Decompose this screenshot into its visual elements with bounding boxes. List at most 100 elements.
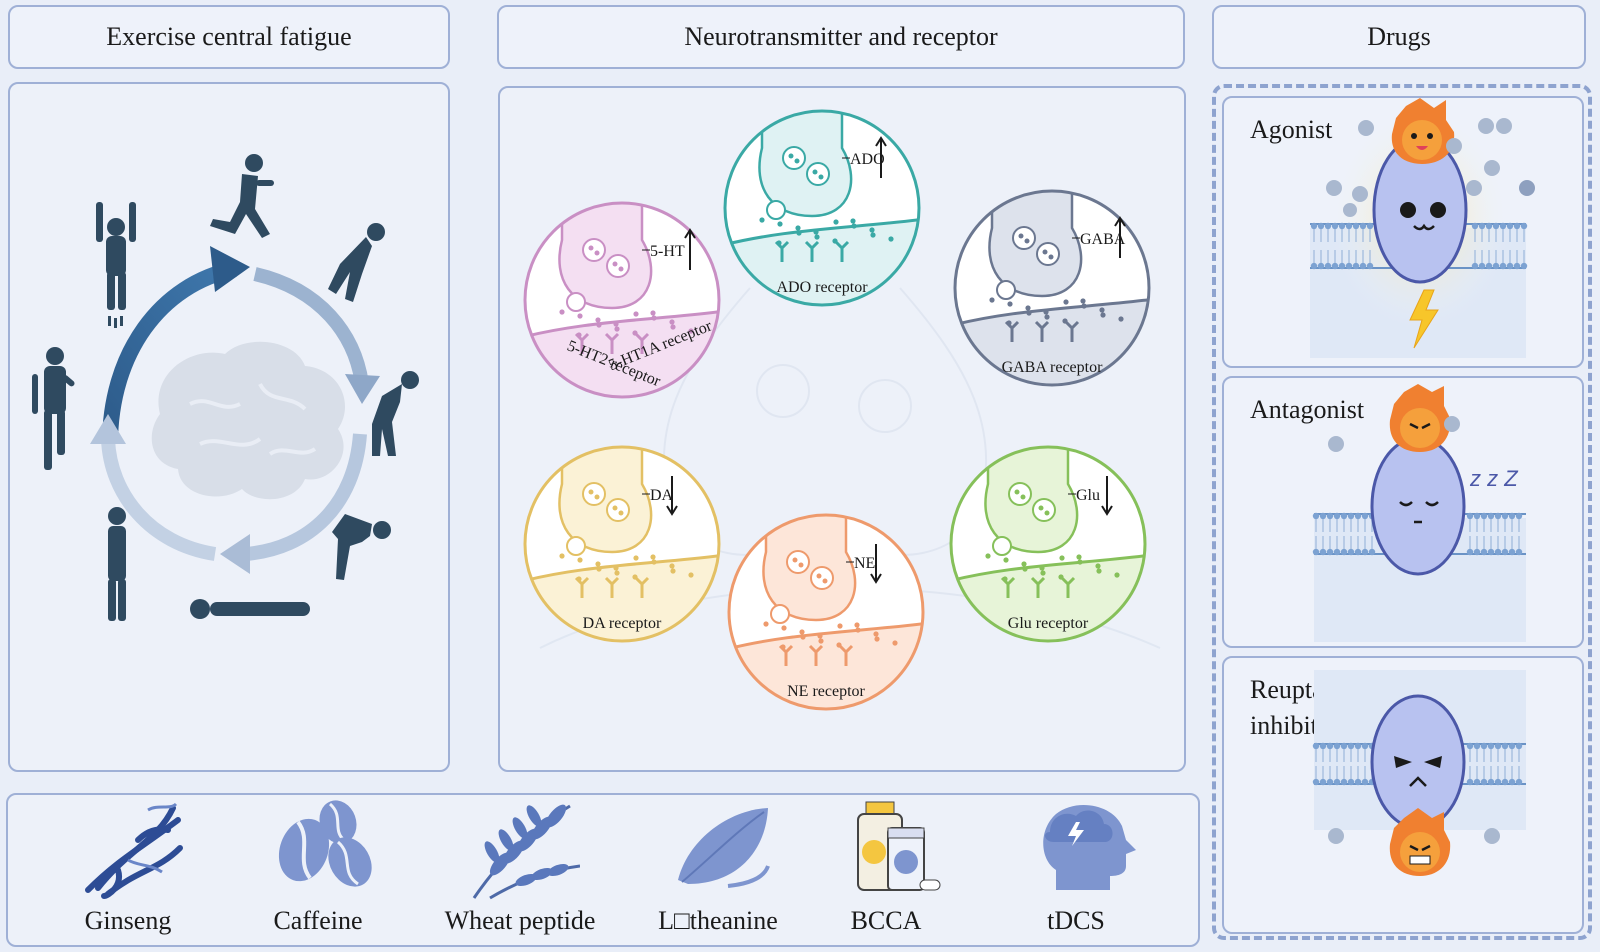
transmitter-dot [1099,307,1105,313]
receptor-label-ado: ADO receptor [776,279,868,296]
lipid-head [1487,742,1495,750]
transmitter-dot [559,309,565,315]
receptor-icon [1000,576,1016,598]
lipid-head [1473,778,1481,786]
transmitter-dot [650,554,656,560]
lipid-head [1361,548,1369,556]
flame-mascot-icon [1389,384,1451,452]
transmitter-dot [874,636,880,642]
supplement-label-theanine: L□theanine [658,906,778,935]
transmitter-dot [596,322,602,328]
transmitter-dot [595,561,601,567]
lipid-head [1494,512,1502,520]
lipid-head [1354,548,1362,556]
fusing-vesicle [566,536,586,556]
lipid-head [1501,778,1509,786]
cycle-arrowhead-4 [90,414,126,444]
membrane-lipids [1310,222,1528,270]
increase-arrow-icon [1114,216,1126,258]
transmitter-dot [855,627,861,633]
vesicle [606,254,630,278]
lipid-head [1319,548,1327,556]
header-exercise-fatigue-text: Exercise central fatigue [106,22,352,51]
lipid-head [1345,222,1353,230]
lipid-head [1520,222,1528,230]
lipid-head [1319,512,1327,520]
vesicle [606,498,630,522]
synapse-circle-border [723,109,921,307]
drug-card-agonist: Agonist [1222,96,1584,368]
lipid-head [1366,262,1374,270]
lipid-head [1494,742,1502,750]
transmitter-dot [614,570,620,576]
receptor-icon [1004,320,1020,342]
receptor-icon [1030,576,1046,598]
supplement-label-caffeine: Caffeine [273,906,363,935]
transmitter-dot [814,234,820,240]
transmitter-dot [633,311,639,317]
lipid-head [1473,742,1481,750]
transmitter-dot [851,223,857,229]
receptor-icon [604,332,620,354]
lipid-head [1494,548,1502,556]
lightning-icon [1409,289,1439,349]
lipid-head [1354,778,1362,786]
transmitter-dot [763,621,769,627]
lipid-head [1515,742,1523,750]
receptor-label-glu: Glu receptor [1008,615,1089,632]
transmitter-dot [888,236,894,242]
lipid-head [1340,742,1348,750]
transmitter-label-da: DA [650,487,674,504]
ginseng-icon [85,802,183,899]
transmitter-dot [870,232,876,238]
receptor-icon [634,576,650,598]
lipid-head [1319,778,1327,786]
vesicle [582,238,606,262]
lipid-head [1361,512,1369,520]
transmitter-dot [1021,561,1027,567]
figure-bent-over-icon [332,514,391,580]
transmitter-dot [670,324,676,330]
antagonist-illustration: z z Z [1312,384,1526,642]
receptor-icon [1060,576,1076,598]
wheat-icon [472,804,580,900]
lipid-head [1513,222,1521,230]
vesicle [782,146,806,170]
lipid-head [1487,548,1495,556]
lipid-head [1312,742,1320,750]
decrease-arrow-icon [1101,476,1113,516]
increase-arrow-icon [684,228,696,270]
lipid-head [1508,548,1516,556]
ligand-dots [1326,118,1535,217]
receptor-icon [804,240,820,262]
lipid-head [1466,778,1474,786]
vesicle [1012,226,1036,250]
synapse-circle-border [523,445,721,643]
lipid-head [1513,262,1521,270]
agonist-illustration [1310,98,1535,358]
transmitter-dot [613,321,619,327]
lipid-head [1319,742,1327,750]
lipid-head [1492,262,1500,270]
transmitter-dot [1022,566,1028,572]
transmitter-dot [669,563,675,569]
figure-hunched-icon [372,371,419,456]
transmitter-dot [633,555,639,561]
lipid-head [1354,512,1362,520]
lipid-head [1501,548,1509,556]
exercise-cycle-diagram [32,154,419,621]
lipid-head [1317,222,1325,230]
lipid-head [1499,262,1507,270]
lipid-head [1310,222,1318,230]
receptor-icon [634,332,650,354]
cycle-arrowhead-1 [210,246,250,292]
lipid-head [1480,548,1488,556]
lipid-head [1480,512,1488,520]
transmitter-dot [1025,305,1031,311]
synapse-circle-border [953,189,1151,387]
transmitter-dot [818,638,824,644]
vesicle [810,566,834,590]
